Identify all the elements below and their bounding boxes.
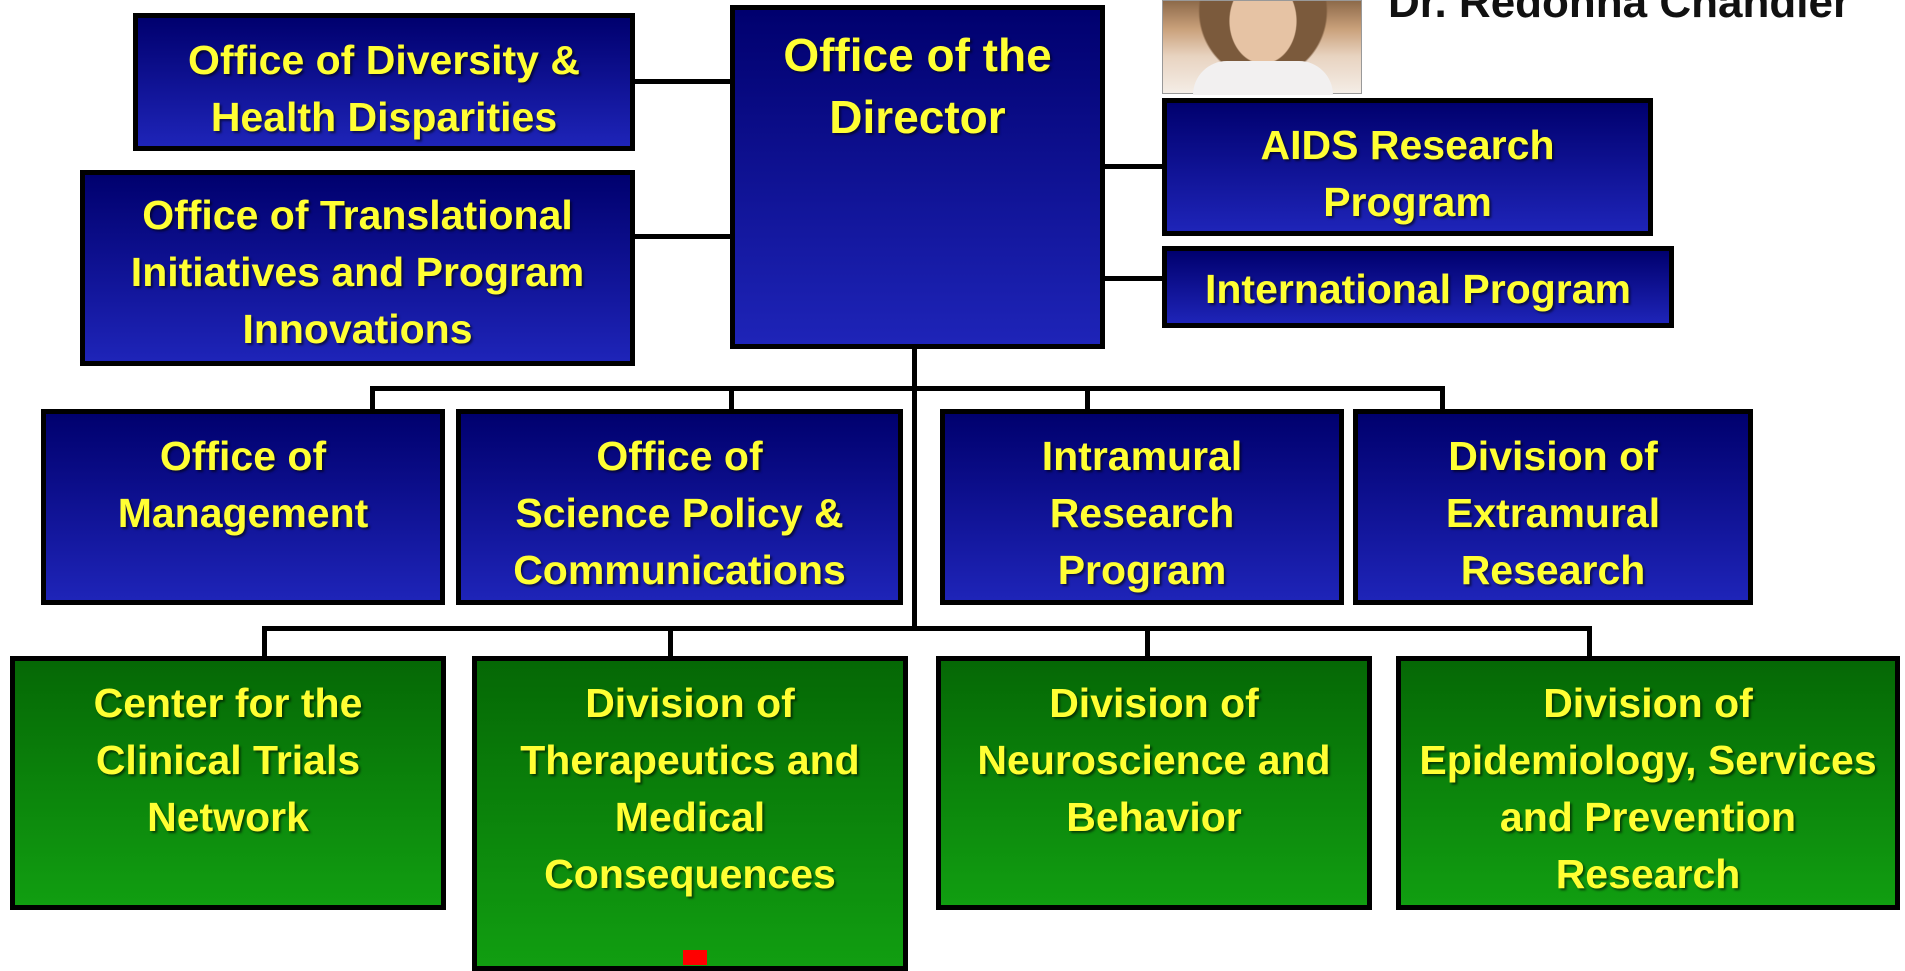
box-label-line: Research: [1555, 851, 1741, 897]
box-label-line: AIDS Research: [1260, 122, 1555, 168]
connector-line: [729, 386, 734, 412]
connector-line: [1587, 626, 1592, 658]
director-name: Dr. Redonna Chandler: [1388, 0, 1851, 27]
connector-line: [262, 626, 267, 658]
connector-line: [630, 79, 735, 84]
box-label-line: Extramural: [1445, 490, 1661, 536]
connector-line: [262, 626, 1592, 631]
box-label-line: Therapeutics and: [520, 737, 860, 783]
office-of-management: Office of Management: [41, 409, 445, 605]
box-label-line: Health Disparities: [210, 94, 558, 140]
connector-line: [370, 386, 1445, 391]
office-science-policy-communications: Office of Science Policy & Communications: [456, 409, 903, 605]
box-label-line: Office of Diversity &: [188, 37, 580, 83]
box-label-line: Program: [1323, 179, 1492, 225]
connector-line: [668, 626, 673, 658]
connector-line: [370, 386, 375, 412]
box-label-line: Neuroscience and: [977, 737, 1331, 783]
box-label-line: Division of: [1448, 433, 1658, 479]
connector-line: [912, 345, 917, 628]
box-label-line: Division of: [1049, 680, 1259, 726]
portrait-collar: [1193, 61, 1333, 95]
box-label-line: Office of the: [783, 29, 1052, 81]
connector-line: [1440, 386, 1445, 412]
box-label-line: Research: [1460, 547, 1646, 593]
box-label-line: and Prevention: [1499, 794, 1797, 840]
box-label-line: Clinical Trials: [95, 737, 361, 783]
box-label-line: Management: [117, 490, 369, 536]
box-label-line: Center for the: [93, 680, 363, 726]
box-label-line: Behavior: [1066, 794, 1242, 840]
connector-line: [1145, 626, 1150, 658]
box-label-line: Division of: [585, 680, 795, 726]
connector-line: [1100, 164, 1165, 169]
box-label-line: Medical: [614, 794, 766, 840]
box-label-line: Research: [1049, 490, 1235, 536]
office-diversity-health-disparities: Office of Diversity & Health Disparities: [133, 13, 635, 151]
box-label-line: Intramural: [1041, 433, 1243, 479]
international-program: International Program: [1162, 246, 1674, 328]
box-label-line: International Program: [1204, 266, 1631, 312]
box-label-line: Innovations: [242, 306, 473, 352]
box-label-line: Epidemiology, Services: [1419, 737, 1877, 783]
connector-line: [1090, 276, 1165, 281]
box-label-line: Director: [829, 91, 1006, 143]
red-marker: [683, 950, 707, 965]
box-label-line: Initiatives and Program: [130, 249, 585, 295]
box-label-line: Office of Translational: [142, 192, 573, 238]
director-portrait-icon: [1162, 0, 1363, 95]
box-label-line: Program: [1057, 547, 1227, 593]
box-label-line: Division of: [1543, 680, 1753, 726]
box-label-line: Office of: [159, 433, 327, 479]
box-label-line: Communications: [513, 547, 846, 593]
division-epidemiology-services-prevention: Division of Epidemiology, Services and Pre…: [1396, 656, 1900, 910]
connector-line: [630, 234, 735, 239]
connector-line: [1085, 386, 1090, 412]
box-label-line: Network: [147, 794, 309, 840]
box-label-line: Consequences: [544, 851, 836, 897]
box-label-line: Science Policy &: [515, 490, 844, 536]
box-label-line: Office of: [596, 433, 763, 479]
